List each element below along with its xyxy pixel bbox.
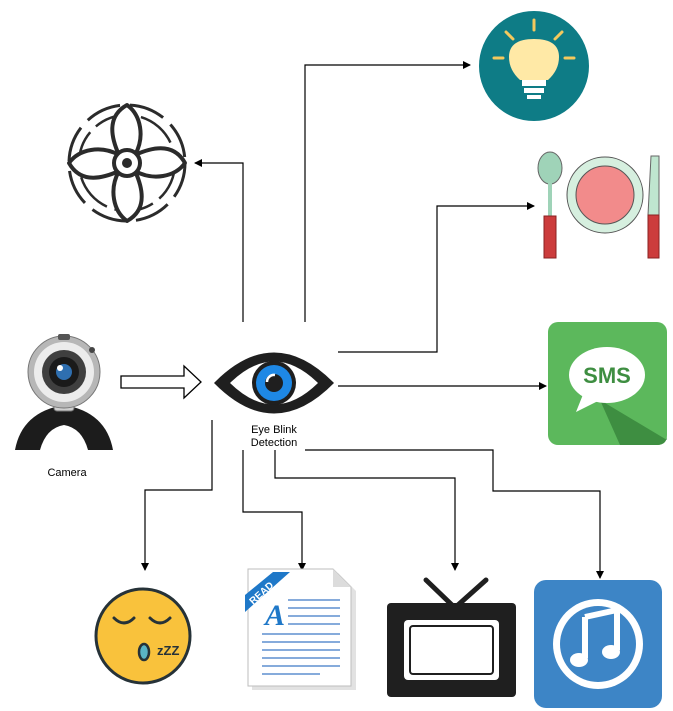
- read-letter: A: [263, 599, 285, 632]
- fan-icon: [67, 103, 187, 223]
- read-document-icon: A READ: [245, 568, 356, 690]
- plate-spoon-knife-icon: [537, 151, 660, 259]
- connector-to-tv: [274, 450, 459, 571]
- connector-to-music: [305, 449, 604, 579]
- sms-icon: SMS: [548, 322, 667, 445]
- light-bulb-icon: [479, 11, 589, 121]
- connector-to-fan: [194, 159, 244, 322]
- connector-to-light: [304, 61, 471, 322]
- camera-node: Camera: [15, 334, 113, 479]
- connectors: [141, 61, 604, 579]
- eye-icon: [214, 352, 334, 414]
- camera-to-detector-arrow: [120, 364, 202, 400]
- television-icon: [387, 577, 516, 697]
- detector-label-line1: Eye Blink: [251, 424, 297, 436]
- detector-label-line2: Detection: [251, 437, 297, 449]
- webcam-icon: [15, 334, 113, 450]
- music-note-icon: [534, 580, 662, 708]
- sleeping-face-icon: zZZ: [94, 587, 192, 685]
- connector-to-read: [242, 450, 306, 571]
- sleep-zzz-label: zZZ: [157, 643, 179, 658]
- sms-label: SMS: [583, 363, 631, 388]
- camera-label: Camera: [47, 467, 87, 479]
- connector-to-sleep: [141, 420, 213, 571]
- detector-node: Eye Blink Detection: [214, 352, 334, 449]
- connector-to-food: [338, 202, 535, 353]
